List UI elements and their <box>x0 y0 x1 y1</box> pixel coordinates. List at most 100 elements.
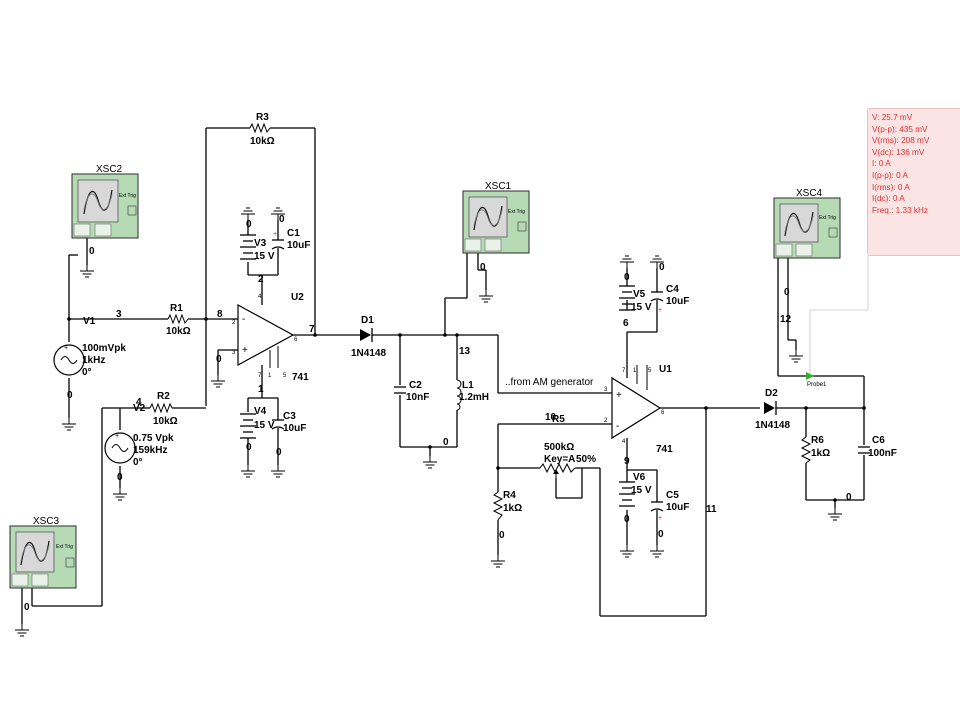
svg-text:3: 3 <box>604 387 608 393</box>
capacitor-c3[interactable]: C3 10uF <box>271 411 306 434</box>
oscilloscope-xsc1[interactable]: Ext Trig XSC1 <box>462 181 530 254</box>
opamp-u2[interactable]: - + U2 741 4 7 1 5 2 3 6 <box>232 292 309 383</box>
v6-value: 15 V <box>631 485 652 496</box>
svg-text:+: + <box>658 515 662 522</box>
svg-text:0: 0 <box>89 246 95 257</box>
c4-name: C4 <box>666 284 679 295</box>
resistor-r3[interactable]: R3 10kΩ <box>249 112 275 147</box>
svg-text:3: 3 <box>116 309 122 320</box>
svg-text:-: - <box>242 314 245 325</box>
svg-text:+: + <box>115 433 119 440</box>
c3-name: C3 <box>283 411 296 422</box>
svg-text:12: 12 <box>780 314 792 325</box>
v4-value: 15 V <box>254 420 275 431</box>
v2-amplitude: 0.75 Vpk <box>133 433 174 444</box>
c1-value: 10uF <box>287 240 310 251</box>
svg-text:0: 0 <box>24 602 30 613</box>
r4-name: R4 <box>503 490 516 501</box>
svg-text:2: 2 <box>258 274 264 285</box>
capacitor-c6[interactable]: C6 100nF <box>858 435 897 459</box>
u1-part: 741 <box>656 444 673 455</box>
xsc3-label: XSC3 <box>33 516 60 527</box>
diode-d1[interactable]: D1 1N4148 <box>351 315 386 359</box>
ground-symbols <box>14 207 843 637</box>
xsc2-label: XSC2 <box>96 164 123 175</box>
v6-name: V6 <box>633 472 646 483</box>
r3-value: 10kΩ <box>250 136 275 147</box>
dc-source-v6[interactable]: V6 15 V <box>619 472 652 507</box>
diode-d2[interactable]: D2 1N4148 <box>755 388 790 431</box>
net-labels: 3 8 7 4 0 0 0 0 0 2 1 0 0 13 0 0 0 0 10 … <box>24 214 852 613</box>
dc-source-v4[interactable]: V4 15 V <box>240 406 275 439</box>
dc-source-v3[interactable]: V3 15 V <box>240 234 275 262</box>
svg-text:0: 0 <box>624 272 630 283</box>
d1-part: 1N4148 <box>351 348 386 359</box>
r6-name: R6 <box>811 435 824 446</box>
resistor-r1[interactable]: R1 10kΩ <box>166 303 191 337</box>
svg-text:0: 0 <box>784 287 790 298</box>
capacitor-c2[interactable]: C2 10nF <box>394 380 429 403</box>
opamp-u1[interactable]: + - U1 741 7 1 5 3 2 6 4 <box>604 364 673 455</box>
oscilloscope-xsc4[interactable]: Ext Trig XSC4 <box>773 188 841 259</box>
oscilloscope-xsc2[interactable]: Ext Trig XSC2 <box>71 164 139 239</box>
capacitor-c1[interactable]: + C1 10uF <box>271 228 310 251</box>
probe-current: I: 0 A <box>872 159 891 169</box>
r1-value: 10kΩ <box>166 326 191 337</box>
svg-text:6: 6 <box>661 410 665 416</box>
capacitor-c4[interactable]: + C4 10uF <box>650 284 689 314</box>
ac-source-v1[interactable]: + V1 100mVpk 1kHz 0° <box>53 316 126 378</box>
svg-text:5: 5 <box>283 373 287 379</box>
probe1[interactable]: Probe1 <box>806 372 827 388</box>
svg-text:4: 4 <box>622 439 626 445</box>
oscilloscope-xsc3[interactable]: Ext Trig XSC3 <box>9 516 77 589</box>
am-generator-note: ..from AM generator <box>505 377 594 388</box>
resistor-r6[interactable]: R6 1kΩ <box>800 435 830 464</box>
svg-text:5: 5 <box>648 368 652 374</box>
inductor-l1[interactable]: L1 1.2mH <box>456 379 489 411</box>
junction-dots <box>67 317 866 502</box>
v5-name: V5 <box>633 289 646 300</box>
svg-text:+: + <box>273 231 277 238</box>
svg-text:0: 0 <box>117 472 123 483</box>
svg-text:7: 7 <box>258 373 262 379</box>
v2-name: V2 <box>133 403 146 414</box>
svg-text:Ext Trig: Ext Trig <box>819 215 836 221</box>
svg-text:0: 0 <box>246 219 252 230</box>
ac-source-v2[interactable]: + V2 0.75 Vpk 159kHz 0° <box>104 403 174 468</box>
svg-text:0: 0 <box>246 442 252 453</box>
dc-source-v5[interactable]: V5 15 V <box>619 285 652 313</box>
svg-text:Ext Trig: Ext Trig <box>508 209 525 215</box>
capacitor-c5[interactable]: + C5 10uF <box>650 490 689 522</box>
c2-name: C2 <box>409 380 422 391</box>
d1-name: D1 <box>361 315 374 326</box>
svg-text:0: 0 <box>276 447 282 458</box>
v3-name: V3 <box>254 238 267 249</box>
v2-phase: 0° <box>133 457 143 468</box>
u2-part: 741 <box>292 372 309 383</box>
svg-text:7: 7 <box>309 324 315 335</box>
svg-text:Ext Trig: Ext Trig <box>56 544 73 550</box>
svg-text:9: 9 <box>624 456 630 467</box>
svg-text:-: - <box>616 421 619 432</box>
svg-text:4: 4 <box>258 294 262 300</box>
svg-text:0: 0 <box>624 514 630 525</box>
potentiometer-r5[interactable]: R5 500kΩ Key=A 50% <box>539 414 596 478</box>
svg-text:1: 1 <box>258 384 264 395</box>
v2-frequency: 159kHz <box>133 445 167 456</box>
r5-percent: 50% <box>576 454 596 465</box>
svg-text:0: 0 <box>499 530 505 541</box>
probe-voltage-dc: V(dc): 136 mV <box>872 147 925 157</box>
r5-name: R5 <box>552 414 565 425</box>
svg-text:0: 0 <box>659 262 665 273</box>
svg-text:1: 1 <box>268 373 272 379</box>
xsc4-label: XSC4 <box>796 188 823 199</box>
resistor-r2[interactable]: R2 10kΩ <box>149 391 178 427</box>
v1-frequency: 1kHz <box>82 355 105 366</box>
c6-value: 100nF <box>868 448 897 459</box>
svg-text:6: 6 <box>294 337 298 343</box>
c5-value: 10uF <box>666 502 689 513</box>
l1-value: 1.2mH <box>459 392 489 403</box>
resistor-r4[interactable]: R4 1kΩ <box>492 490 522 521</box>
probe-frequency: Freq.: 1.33 kHz <box>872 205 928 215</box>
